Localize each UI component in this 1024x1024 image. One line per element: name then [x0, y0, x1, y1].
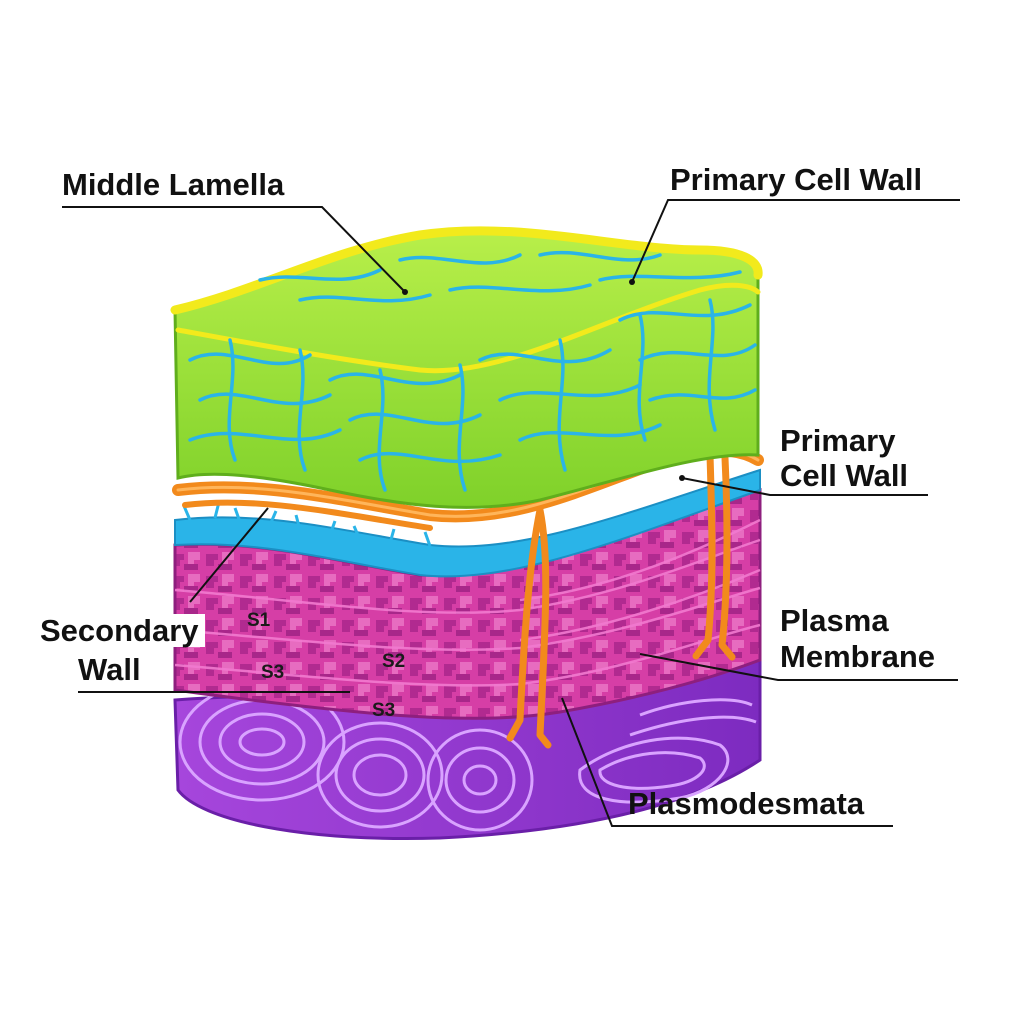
- label-s3-left: S3: [261, 662, 285, 683]
- label-primary-cell-wall-side-line2: Cell Wall: [780, 458, 909, 493]
- label-primary-cell-wall-top: Primary Cell Wall: [670, 162, 923, 197]
- label-s2: S2: [382, 651, 406, 672]
- label-primary-cell-wall-side-line1: Primary: [780, 423, 896, 458]
- leader-lines: [62, 199, 960, 827]
- label-middle-lamella: Middle Lamella: [62, 167, 285, 202]
- label-secondary-wall-line2: Wall: [78, 652, 141, 687]
- label-plasmodesmata: Plasmodesmata: [628, 786, 865, 821]
- label-secondary-wall-line1: Secondary: [40, 614, 205, 647]
- primary-wall-block: [170, 226, 763, 509]
- label-plasma-membrane-line1: Plasma: [780, 603, 889, 638]
- label-s1: S1: [247, 610, 271, 631]
- label-s3-right: S3: [372, 700, 396, 721]
- label-plasma-membrane-line2: Membrane: [780, 639, 936, 674]
